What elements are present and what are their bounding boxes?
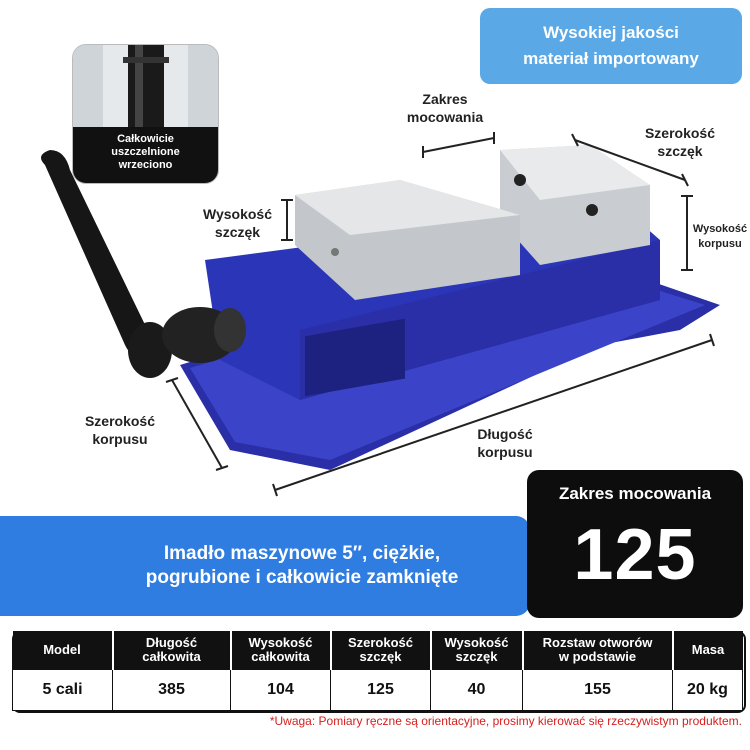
header-total-height-l2: całkowita [251,649,310,664]
header-total-length-l1: Długość [145,635,198,650]
quality-badge-line1: Wysokiej jakości [543,23,679,42]
label-body-height-line1: Wysokość [692,223,748,235]
header-weight-text: Masa [691,642,725,657]
promo-line2: pogrubione i całkowicie zamknięte [145,567,459,588]
label-body-width-line2: korpusu [92,431,148,447]
label-body-width-line1: Szerokość [84,413,156,429]
promo-banner: Imadło maszynowe 5″, ciężkie, pogrubione… [0,516,530,616]
label-clamping-range-line1: Zakres [422,91,468,107]
header-jaw-height-l2: szczęk [455,649,498,664]
label-jaw-height: Wysokość szczęk [190,205,285,241]
label-jaw-width-line2: szczęk [657,143,703,159]
header-model-text: Model [43,642,81,657]
dimension-lines [165,132,715,497]
header-hole-spacing-l2: w podstawie [558,649,637,664]
cell-total-height: 104 [230,669,331,711]
header-jaw-height-l1: Wysokość [444,635,509,650]
header-jaw-width-l1: Szerokość [347,635,414,650]
cell-total-length: 385 [112,669,231,711]
header-jaw-width-l2: szczęk [359,649,402,664]
cell-weight: 20 kg [672,669,743,711]
vise-handle [41,150,155,361]
label-body-height-line2: korpusu [698,238,742,250]
spindle-inset-line1: Całkowicie [117,133,174,145]
clamping-range-box: Zakres mocowania 125 [527,470,743,618]
cell-model: 5 cali [12,669,113,711]
label-body-height: Wysokość korpusu [690,222,750,252]
label-jaw-width: Szerokość szczęk [630,124,730,160]
header-hole-spacing-l1: Rozstaw otworów [542,635,653,650]
clamping-range-value: 125 [573,515,697,595]
cell-jaw-width: 125 [330,669,431,711]
cell-hole-spacing: 155 [522,669,673,711]
label-clamping-range: Zakres mocowania [395,90,495,126]
promo-text: Imadło maszynowe 5″, ciężkie, pogrubione… [92,542,512,590]
label-body-length-line1: Długość [477,426,533,442]
label-body-length-line2: korpusu [477,444,533,460]
header-total-length-l2: całkowita [142,649,201,664]
header-model: Model [12,631,114,670]
clamping-range-title: Zakres mocowania [558,484,712,503]
quality-badge: Wysokiej jakości materiał importowany [480,8,742,84]
spindle-inset-line3: wrzeciono [118,159,173,171]
promo-line1: Imadło maszynowe 5″, ciężkie, [163,543,441,564]
specs-data-row: 5 cali 385 104 125 40 155 20 kg [12,669,743,711]
measurement-note: *Uwaga: Pomiary ręczne są orientacyjne, … [269,714,742,728]
quality-badge-line2: materiał importowany [523,49,699,68]
label-jaw-height-line1: Wysokość [203,206,272,222]
spindle-inset-label: Całkowicie uszczelnione wrzeciono [73,127,218,183]
header-weight: Masa [672,631,743,670]
spindle-detail-inset: Całkowicie uszczelnione wrzeciono [72,44,219,184]
label-body-width: Szerokość korpusu [70,412,170,448]
label-jaw-height-line2: szczęk [214,224,261,240]
label-body-length: Długość korpusu [455,425,555,461]
spindle-inset-line2: uszczelnione [111,146,180,158]
spindle-detail-image [73,45,218,135]
label-jaw-width-line1: Szerokość [644,125,716,141]
header-total-height-l1: Wysokość [248,635,313,650]
cell-jaw-height: 40 [430,669,523,711]
label-clamping-range-line2: mocowania [406,109,484,125]
machine-vise-illustration [41,132,720,497]
